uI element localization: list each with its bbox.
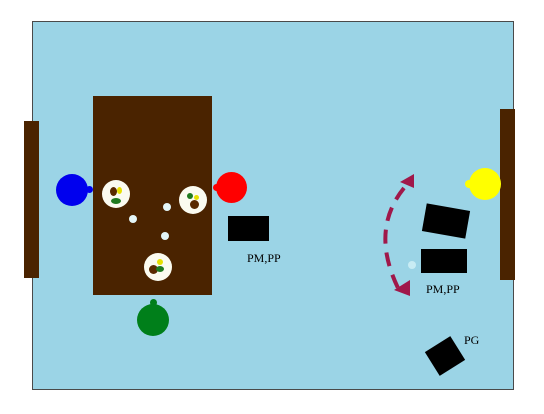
agent-red (216, 172, 247, 203)
food-brown (190, 200, 199, 209)
label-box-right: PM,PP (426, 282, 460, 296)
agent-blue-pointer (86, 186, 93, 193)
food-yellow (194, 195, 199, 200)
food-brown (149, 265, 158, 274)
right-door (500, 109, 515, 280)
label-box-bottom: PG (464, 333, 480, 347)
plate-3 (144, 253, 172, 281)
food-yellow (117, 187, 122, 194)
box-lower-right (421, 249, 467, 273)
dashed-arc-path (383, 186, 406, 289)
arc-arrowhead-top (400, 174, 414, 188)
agent-green-pointer (150, 299, 157, 306)
food-yellow (157, 259, 163, 265)
agent-green (137, 304, 169, 336)
box-center (228, 216, 269, 241)
arc-arrowhead-bottom (394, 280, 410, 296)
agent-yellow-pointer (465, 180, 473, 188)
cup-2 (129, 215, 137, 223)
cup-4 (408, 261, 416, 269)
agent-blue (56, 174, 88, 206)
plate-1 (102, 180, 130, 208)
agent-red-pointer (213, 184, 220, 191)
food-green (156, 266, 164, 272)
cup-3 (161, 232, 169, 240)
food-green (187, 193, 193, 199)
food-brown (110, 187, 117, 196)
agent-yellow (469, 168, 501, 200)
food-green (111, 198, 121, 204)
left-door (24, 121, 39, 278)
label-box-center: PM,PP (247, 251, 281, 265)
plate-2 (179, 186, 207, 214)
cup-1 (163, 203, 171, 211)
